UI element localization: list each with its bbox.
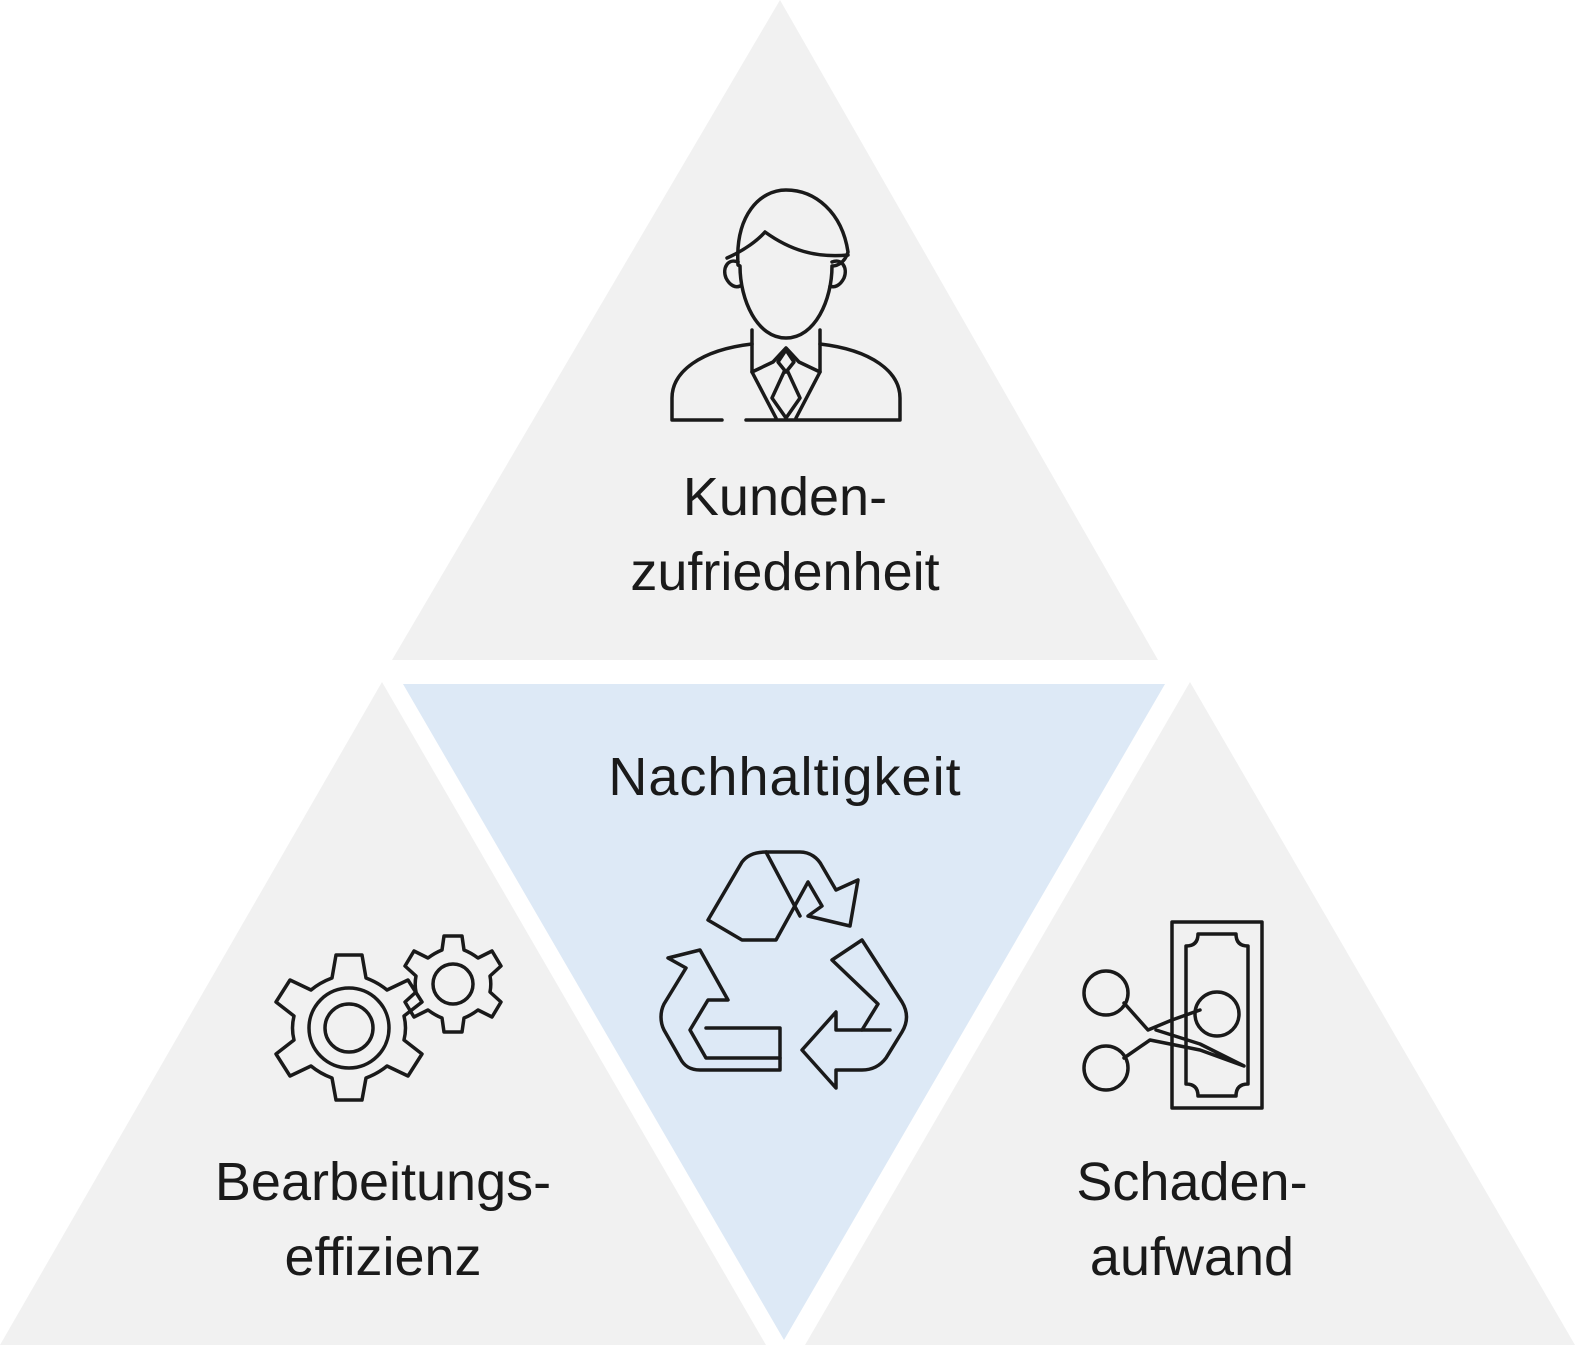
top-label-line1: Kunden- (683, 467, 887, 527)
gears-icon (274, 934, 503, 1102)
center-triangle (403, 684, 1165, 1340)
scissors-cutting-banknote-icon (1082, 920, 1264, 1110)
left-label-line1: Bearbeitungs- (215, 1152, 551, 1212)
right-label-line1: Schaden- (1076, 1152, 1307, 1212)
recycle-icon (659, 850, 909, 1090)
left-triangle (0, 682, 766, 1345)
businessman-icon (670, 188, 902, 422)
left-label-line2: effizienz (284, 1227, 481, 1287)
top-label-line2: zufriedenheit (630, 542, 939, 602)
center-label: Nachhaltigkeit (608, 747, 961, 807)
right-label-line2: aufwand (1090, 1227, 1294, 1287)
top-triangle (392, 0, 1158, 660)
